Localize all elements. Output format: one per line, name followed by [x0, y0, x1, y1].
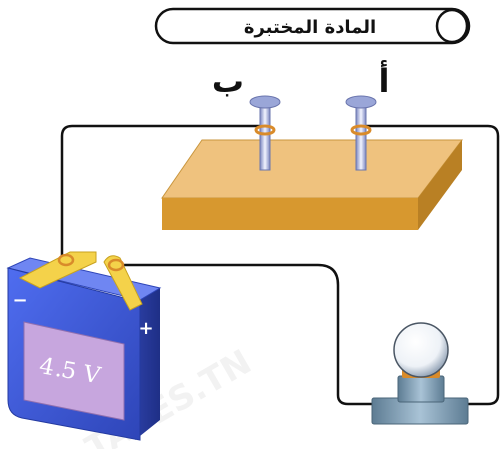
title-banner: المادة المختبرة	[154, 7, 471, 45]
nail-a-copper-coil	[350, 124, 372, 136]
banner-scroll-end	[435, 8, 469, 44]
nail-b	[249, 95, 281, 171]
board-top	[161, 139, 464, 199]
nail-a	[345, 95, 377, 171]
battery-label-plate	[23, 321, 125, 421]
banner-capsule	[154, 7, 471, 45]
battery-minus-sign: −	[12, 290, 27, 311]
nail-b-shaft	[259, 103, 271, 171]
board-side	[418, 140, 462, 230]
nail-b-head	[249, 95, 281, 109]
board-front	[162, 198, 418, 230]
battery: 4.5 V − +	[6, 251, 162, 441]
nail-b-label: ب	[212, 62, 244, 100]
wires	[60, 124, 500, 406]
nail-a-shaft	[355, 103, 367, 171]
negative-terminal-wire-coil	[57, 253, 75, 267]
wire-nail-a-to-bulb	[358, 124, 500, 406]
wire-nail-b-to-battery	[60, 124, 264, 270]
battery-side	[135, 288, 160, 440]
nail-a-head	[345, 95, 377, 109]
banner-title: المادة المختبرة	[244, 17, 376, 38]
positive-terminal-wire-coil	[107, 258, 125, 272]
bulb-socket	[397, 375, 445, 403]
nail-a-label: أ	[379, 60, 390, 100]
light-bulb	[371, 322, 469, 425]
wire-battery-to-bulb	[118, 263, 380, 406]
wooden-board	[161, 139, 464, 230]
battery-plus-sign: +	[138, 318, 153, 339]
bulb-glass	[393, 322, 449, 378]
nail-b-copper-coil	[254, 124, 276, 136]
